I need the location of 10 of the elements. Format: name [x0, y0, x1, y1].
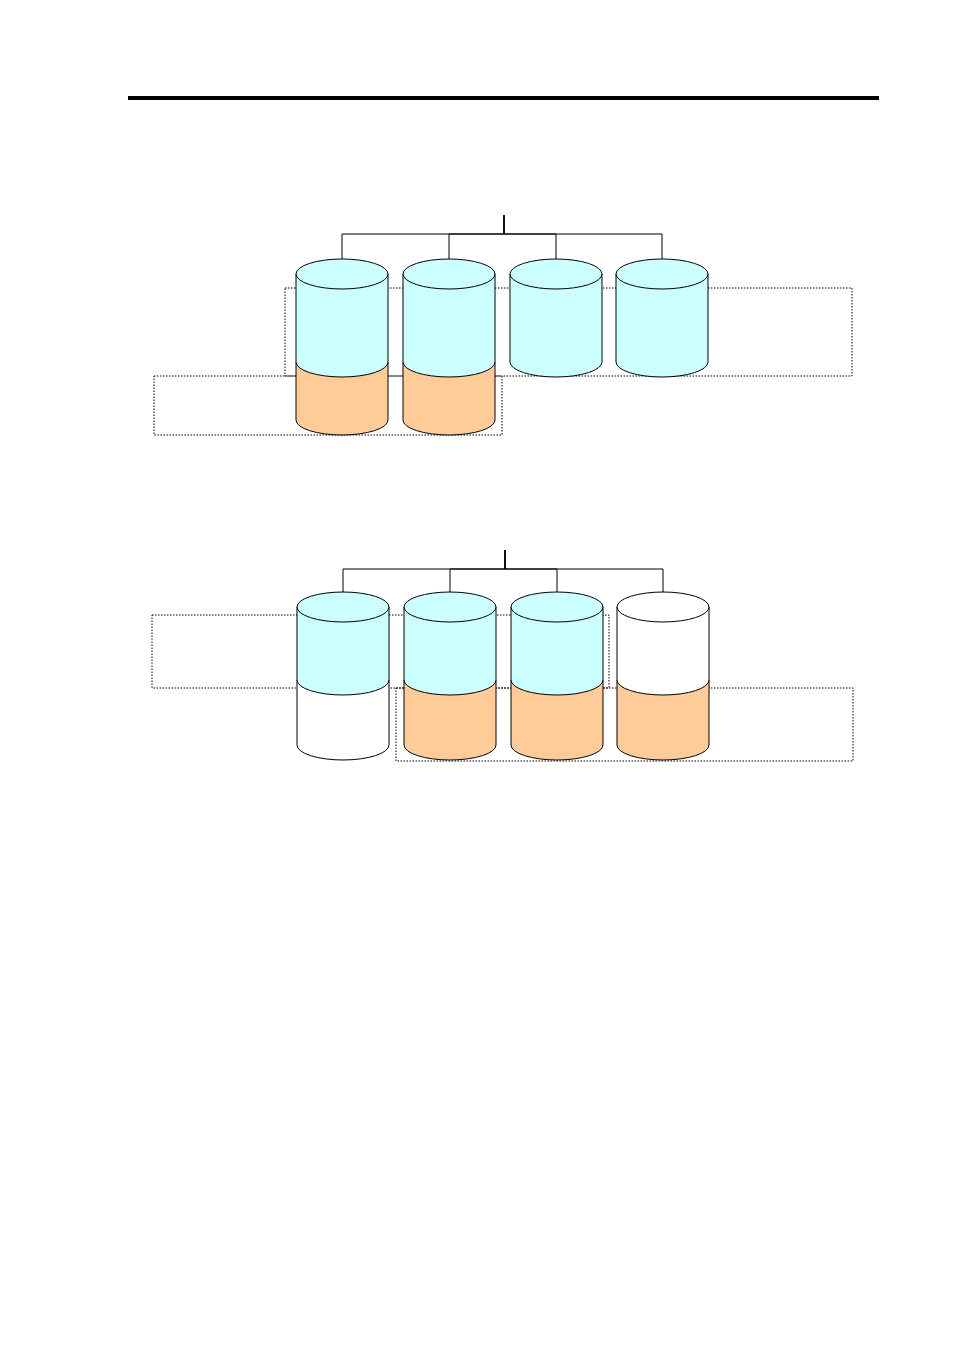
disk-cylinder: [295, 258, 389, 436]
disk-cylinder: [402, 258, 496, 436]
disk-cylinder: [616, 591, 710, 761]
disk-cylinder: [296, 591, 390, 761]
disk-cylinder: [509, 258, 603, 378]
bus-connector: [504, 549, 664, 593]
disk-cylinder: [615, 258, 709, 378]
disk-cylinder: [403, 591, 497, 761]
bus-connector: [503, 214, 663, 260]
disk-cylinder: [510, 591, 604, 761]
